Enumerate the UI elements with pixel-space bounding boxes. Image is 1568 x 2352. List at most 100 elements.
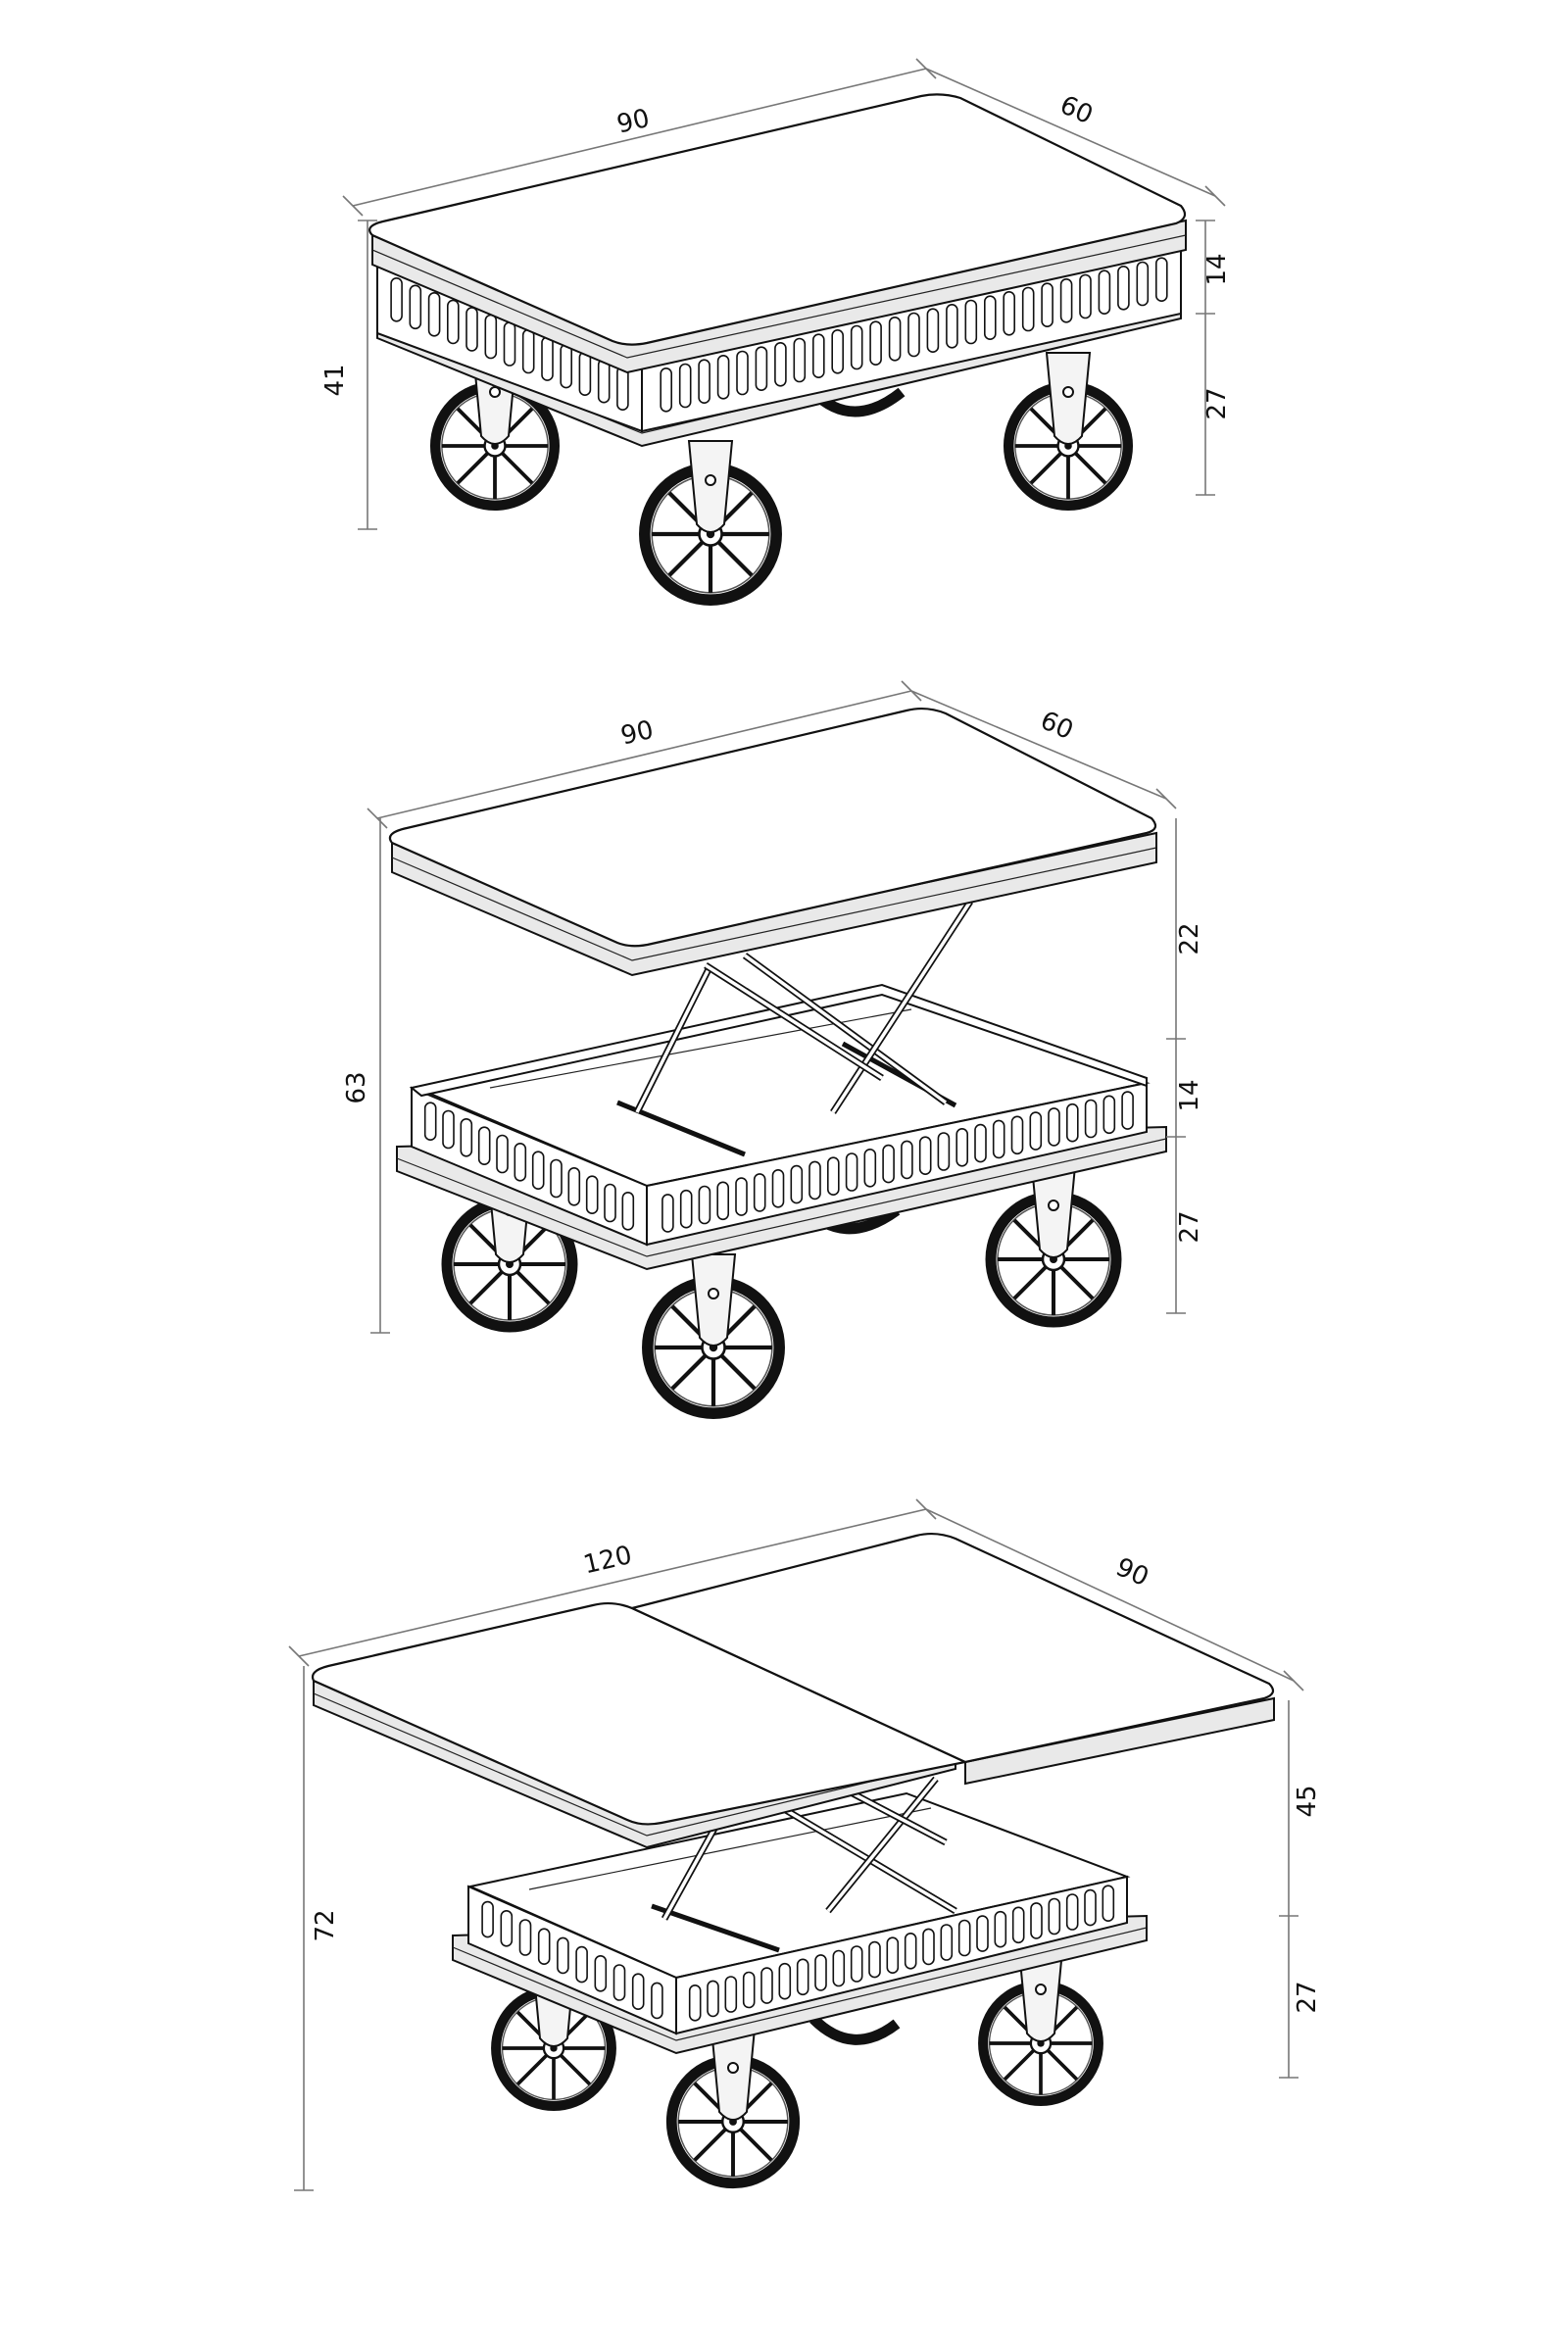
frame-slots-long <box>660 257 1168 413</box>
frame-slot <box>477 1126 491 1165</box>
frame-slot <box>753 1173 766 1212</box>
width-label: 90 <box>618 715 657 752</box>
frame-slot <box>612 1964 626 2001</box>
frame-slot <box>1102 1885 1115 1922</box>
frame-slot <box>976 1915 989 1952</box>
dimension-lines <box>288 1498 1304 2191</box>
frame-slot <box>597 358 611 404</box>
frame-slot <box>832 1949 846 1987</box>
frame-slot <box>994 1910 1007 1948</box>
frame-height-label: 14 <box>1202 253 1232 285</box>
frame-slot <box>679 1189 693 1229</box>
lifted-configuration: 90 60 63 22 14 27 <box>342 680 1204 1413</box>
frame-slot <box>845 1152 858 1192</box>
frame-slots-short <box>423 1102 635 1231</box>
table-top <box>388 707 1157 948</box>
width-label: 120 <box>581 1541 635 1580</box>
frame-back-side <box>409 983 1148 1098</box>
frame-height-label: 14 <box>1175 1079 1204 1111</box>
frame-slot <box>1102 1095 1116 1135</box>
frame-slot <box>956 1128 969 1167</box>
frame-slot <box>1084 1099 1098 1139</box>
wheel-height-label: 27 <box>1202 387 1232 419</box>
frame-slot <box>484 314 498 360</box>
frame-slot <box>423 1102 437 1141</box>
frame-slot <box>1011 1906 1025 1944</box>
frame-slot <box>850 324 863 370</box>
frame-slot <box>946 303 958 349</box>
frame-slot <box>604 1183 616 1223</box>
frame-slot <box>594 1955 608 1992</box>
wheel-height-label: 27 <box>1293 1981 1322 2013</box>
frame-slot <box>742 1971 756 2009</box>
frame-slot <box>550 1158 563 1199</box>
frame-slot <box>850 1945 863 1983</box>
frame-slot <box>698 1185 711 1225</box>
frame-slot <box>937 1132 951 1171</box>
frame-slot <box>537 1928 551 1965</box>
frame-slot <box>940 1924 954 1961</box>
frame-slot <box>922 1928 935 1966</box>
frame-slot <box>621 1192 635 1231</box>
frame-slot <box>575 1945 588 1984</box>
frame-slot <box>796 1958 809 1996</box>
frame-slot <box>560 343 573 389</box>
table-top-right-leaf <box>628 1532 1275 1764</box>
frame-slot <box>481 1900 494 1938</box>
wheel-back <box>809 2015 901 2045</box>
frame-slot <box>651 1982 663 2020</box>
table-top <box>368 93 1187 346</box>
frame-slot <box>442 1109 455 1150</box>
frame-slot <box>774 341 787 387</box>
frame-slot <box>466 307 478 352</box>
frame-slot <box>500 1910 514 1947</box>
frame-slot <box>1059 277 1073 323</box>
frame-slot <box>901 1140 913 1180</box>
lift-mechanism <box>661 1776 957 1921</box>
frame-slot <box>557 1936 569 1975</box>
table-top-left-leaf <box>311 1601 969 1826</box>
frame-slot <box>1079 273 1092 319</box>
frame-slot <box>882 1144 895 1184</box>
frame-slot <box>771 1169 785 1208</box>
frame-slot <box>1155 257 1168 303</box>
frame-slot <box>427 291 441 337</box>
width-label: 90 <box>614 104 653 140</box>
frame-slot <box>1084 1888 1097 1927</box>
lift-height-label: 45 <box>1293 1785 1322 1817</box>
frame-slot <box>869 320 882 367</box>
frame-slot <box>907 312 920 358</box>
frame-slot <box>409 284 422 330</box>
frame-slot <box>811 333 825 379</box>
frame-slot <box>736 350 749 396</box>
frame-slot <box>1065 1893 1079 1931</box>
frame-slot <box>460 1118 473 1157</box>
frame-slot <box>662 1194 674 1233</box>
frame-slot <box>1029 1111 1043 1151</box>
frame-slot <box>631 1973 645 2010</box>
table-top-right-leaf-edge <box>964 1696 1275 1786</box>
frame-slot <box>496 1134 509 1174</box>
frame-slot <box>793 337 807 383</box>
frame-slot <box>724 1976 738 2013</box>
frame-slot <box>518 1919 532 1956</box>
frame-slots-short <box>390 276 629 412</box>
total-height-label: 41 <box>320 364 350 396</box>
wheel-height-label: 27 <box>1175 1210 1204 1243</box>
frame-slot <box>868 1940 881 1979</box>
frame-slot <box>886 1936 900 1974</box>
dimension-lines <box>342 58 1226 530</box>
frame-slot <box>1048 1897 1061 1936</box>
frame-slot <box>974 1123 987 1163</box>
frame-slot <box>521 328 535 374</box>
frame-slot <box>716 354 730 400</box>
frame-slot <box>904 1933 917 1970</box>
frame-slot <box>814 1954 827 1991</box>
frame-slot <box>688 1984 702 2022</box>
frame-slots-long <box>688 1885 1115 2022</box>
dimension-lines <box>367 680 1186 1334</box>
frame-slot <box>698 359 710 405</box>
frame-slot <box>1048 1107 1060 1147</box>
caster-bracket <box>688 440 733 533</box>
frame-slot <box>531 1151 545 1190</box>
